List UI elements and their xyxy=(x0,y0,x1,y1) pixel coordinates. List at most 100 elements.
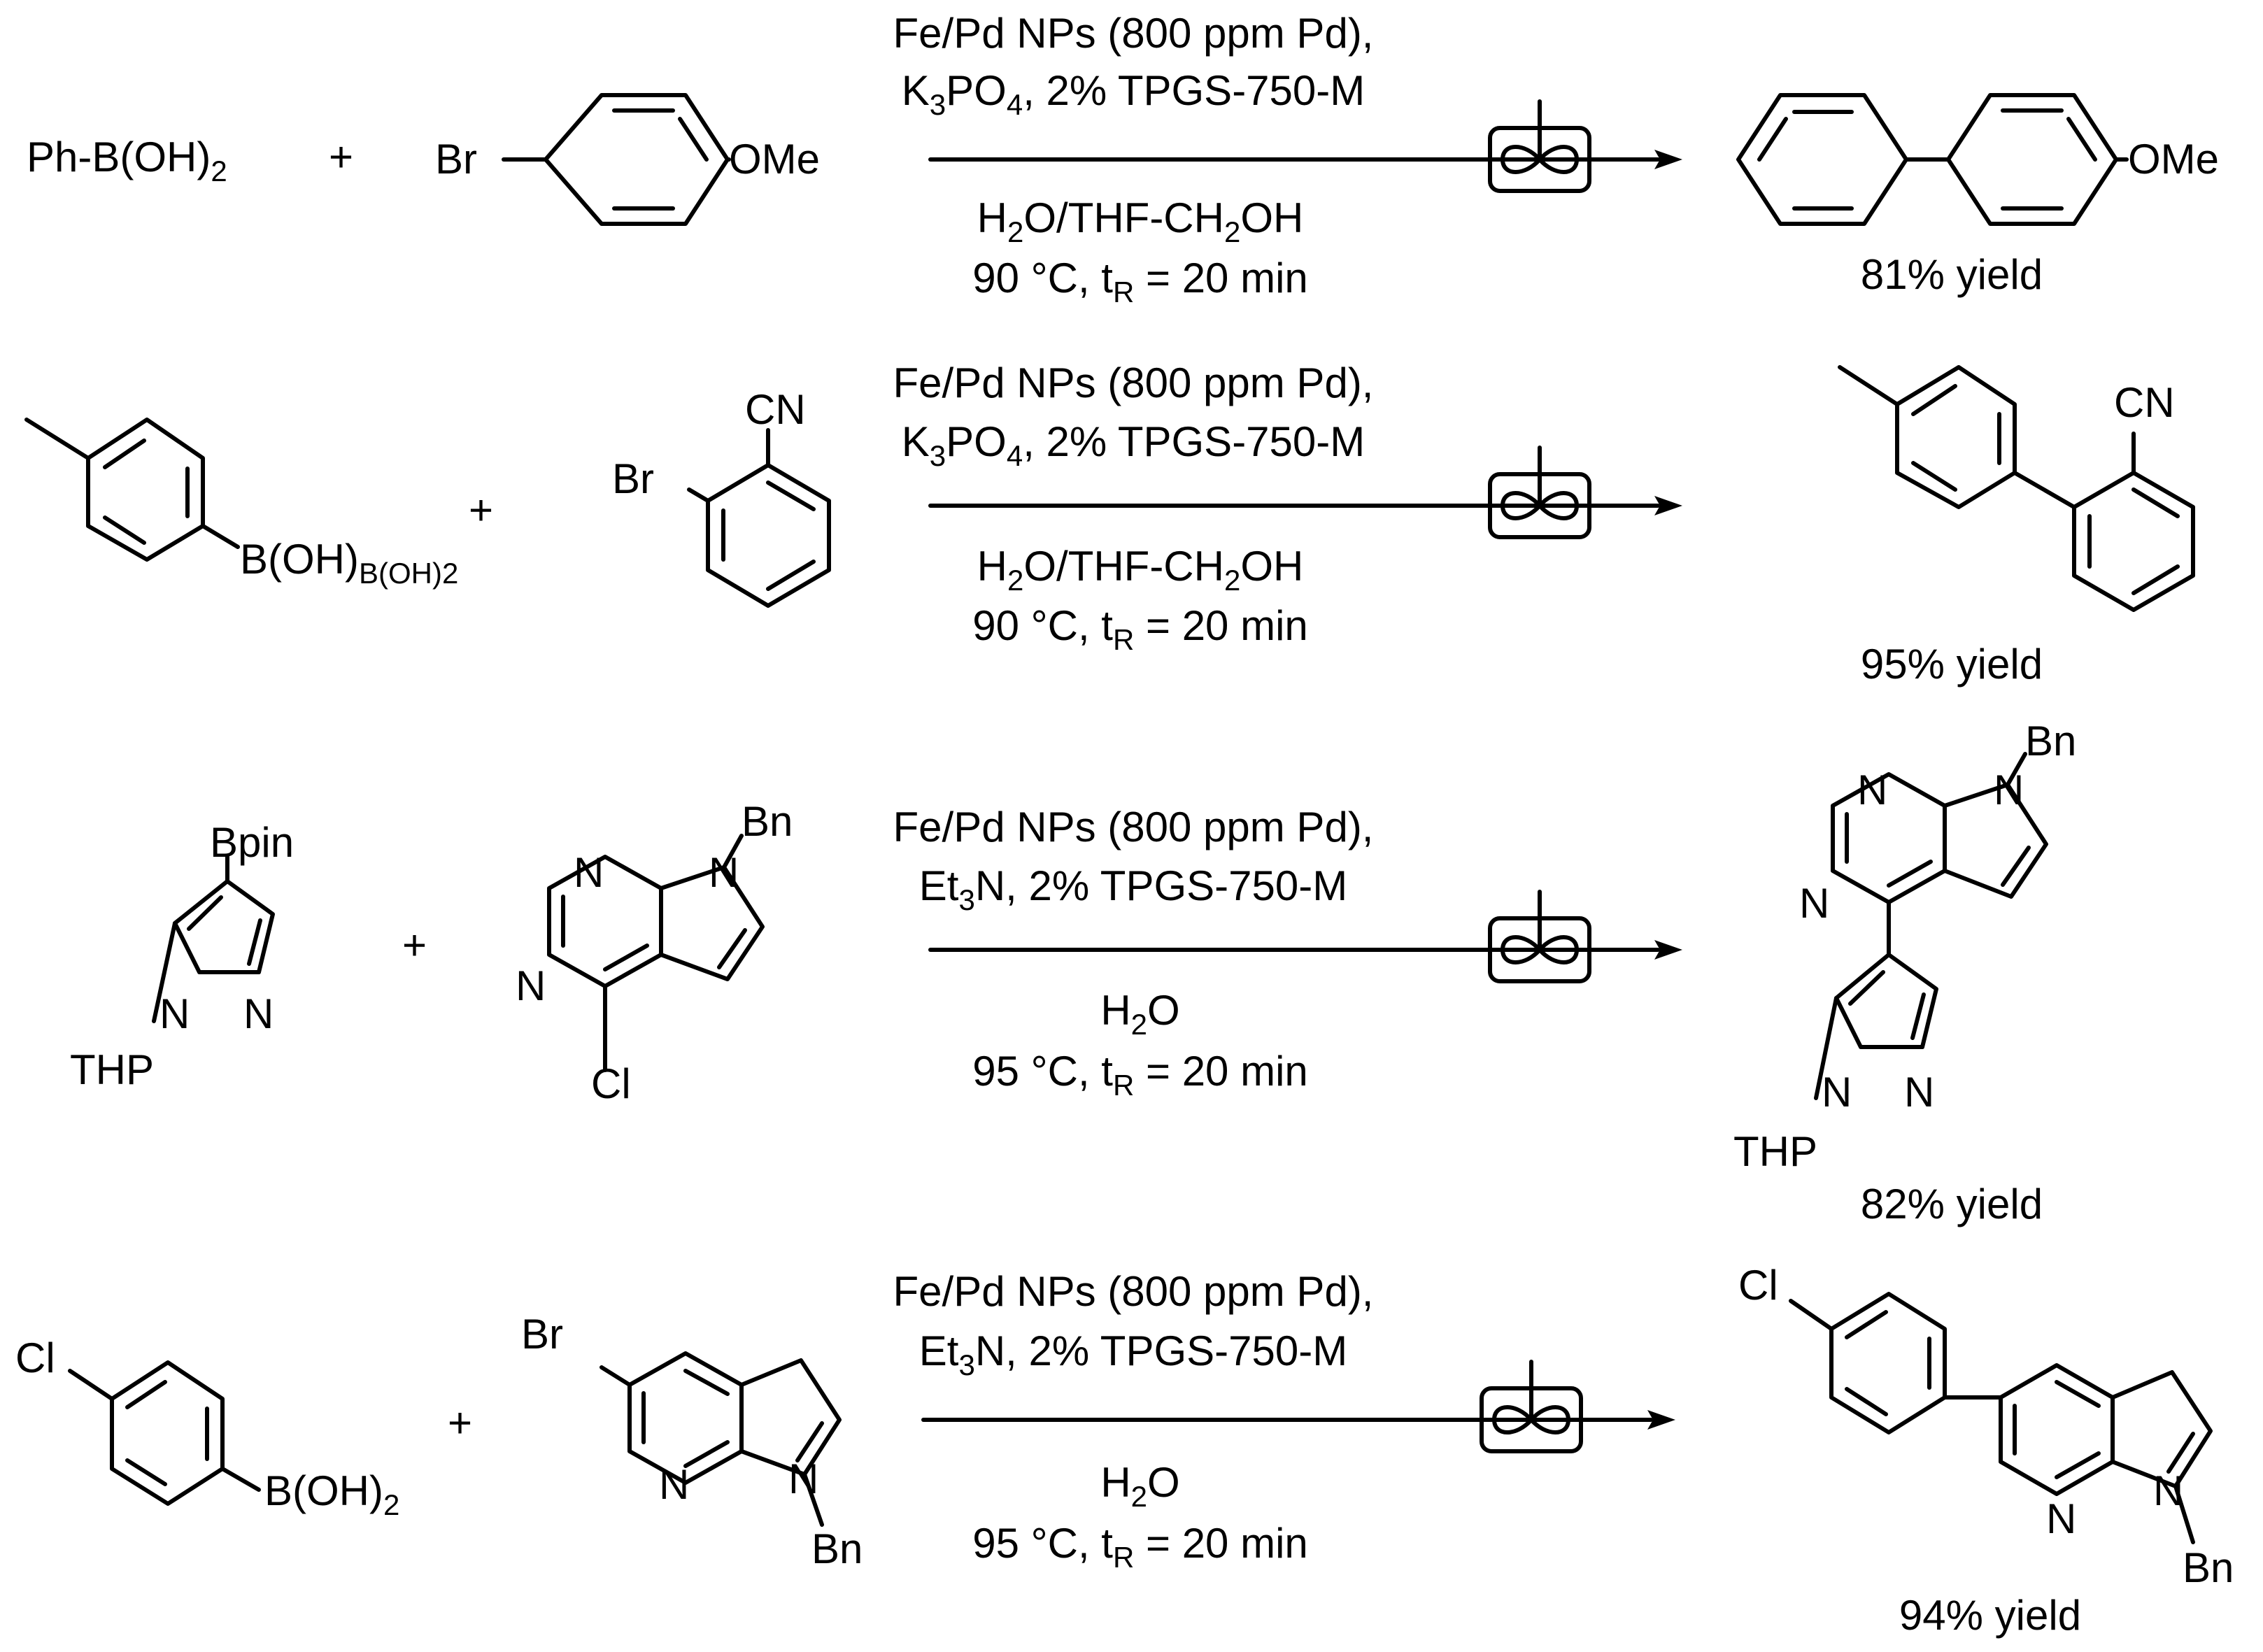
pyridine-ring xyxy=(1999,1363,2115,1496)
plus-sign: + xyxy=(469,487,493,534)
reaction-arrow xyxy=(928,496,1682,515)
reagent-4-chlorophenylboronic-acid: Cl B(OH)2 xyxy=(15,1334,399,1521)
reaction-3: Bpin N N THP + Bn N N N Cl Fe xyxy=(70,718,2076,1227)
yield-label: 82% yield xyxy=(1861,1181,2043,1227)
flow-reactor-icon xyxy=(1480,1360,1583,1453)
reaction-2: B(OH)B(OH)2 + Br CN Fe/Pd NPs (800 ppm P… xyxy=(24,359,2195,688)
chloro-label: Cl xyxy=(591,1060,631,1107)
reaction-arrow xyxy=(928,150,1682,169)
nitrogen-label: N xyxy=(1799,880,1829,927)
chlorophenyl-ring xyxy=(1789,1292,2003,1434)
nitrogen-label: N xyxy=(659,1461,689,1508)
nitrile-label: CN xyxy=(2114,379,2175,426)
nitrogen-label: N xyxy=(574,849,604,896)
anisole-ring xyxy=(1946,93,2129,226)
temperature-time-line: 90 °C, tR = 20 min xyxy=(972,602,1308,656)
phenyl-ring xyxy=(1736,93,1950,226)
plus-sign: + xyxy=(448,1400,472,1446)
catalyst-line: Fe/Pd NPs (800 ppm Pd), xyxy=(893,804,1374,850)
nitrogen-label: N xyxy=(1994,767,2024,813)
reagent-pyrazole-bpin: Bpin N N THP xyxy=(70,819,294,1093)
nitrile-label: CN xyxy=(745,386,806,433)
reagent-4-bromoanisole: Br OMe xyxy=(435,93,820,226)
yield-label: 81% yield xyxy=(1861,251,2043,298)
pyrazole-ring xyxy=(1814,953,1938,1100)
nitrogen-label: N xyxy=(2153,1467,2183,1514)
pyrimidine-ring xyxy=(1831,772,1947,957)
base-surfactant-line: Et3N, 2% TPGS-750-M xyxy=(919,862,1347,916)
conditions-2: Fe/Pd NPs (800 ppm Pd), K3PO4, 2% TPGS-7… xyxy=(893,359,1374,656)
product-4-methoxybiphenyl: OMe xyxy=(1736,93,2219,226)
flow-reactor-icon xyxy=(1488,890,1591,983)
nitrogen-label: N xyxy=(1904,1069,1934,1116)
methoxy-label: OMe xyxy=(729,136,820,183)
reagent-2-bromobenzonitrile: Br CN xyxy=(612,386,831,608)
nitrogen-label: N xyxy=(159,990,190,1037)
reagent-5-bromo-azaindole: Br N N Bn xyxy=(521,1311,863,1572)
benzyl-label: Bn xyxy=(811,1525,863,1572)
bpin-label: Bpin xyxy=(210,819,294,866)
conditions-1: Fe/Pd NPs (800 ppm Pd), K3PO4, 2% TPGS-7… xyxy=(893,10,1374,308)
solvent-line: H2O xyxy=(1100,987,1179,1041)
reagent-phenylboronic-acid: Ph-B(OH)2 xyxy=(27,134,227,187)
yield-label: 95% yield xyxy=(1861,641,2043,688)
base-surfactant-line: K3PO4, 2% TPGS-750-M xyxy=(902,418,1365,472)
temperature-time-line: 90 °C, tR = 20 min xyxy=(972,255,1308,308)
benzonitrile-ring xyxy=(2072,432,2195,612)
boronic-acid-label: B(OH)2 xyxy=(264,1467,399,1521)
plus-sign: + xyxy=(329,134,353,180)
product-biaryl-nitrile: CN xyxy=(1838,365,2195,612)
catalyst-line: Fe/Pd NPs (800 ppm Pd), xyxy=(893,1268,1374,1315)
product-pyrazolyl-pyrrolopyrimidine: Bn N N N N N THP xyxy=(1733,718,2076,1175)
reaction-arrow xyxy=(921,1410,1675,1430)
pyrrole-ring xyxy=(2111,1370,2213,1544)
methoxy-label: OMe xyxy=(2128,136,2219,183)
product-aryl-azaindole: Cl N N Bn xyxy=(1738,1262,2234,1591)
benzonitrile-ring xyxy=(687,428,831,608)
reaction-arrow xyxy=(928,940,1682,960)
nitrogen-label: N xyxy=(516,962,546,1009)
plus-sign: + xyxy=(402,922,427,969)
pyrrole-ring xyxy=(739,1358,842,1527)
benzene-ring xyxy=(502,93,731,226)
bromo-label: Br xyxy=(612,455,654,502)
chloro-label: Cl xyxy=(15,1334,55,1381)
nitrogen-label: N xyxy=(709,849,739,896)
solvent-line: H2O/THF-CH2OH xyxy=(977,194,1304,248)
reagent-chloro-pyrrolopyrimidine: Bn N N N Cl xyxy=(516,798,793,1107)
flow-reactor-icon xyxy=(1488,99,1591,193)
bromo-label: Br xyxy=(521,1311,563,1358)
bromo-label: Br xyxy=(435,136,477,183)
pyrimidine-ring xyxy=(547,855,663,1072)
nitrogen-label: N xyxy=(243,990,274,1037)
conditions-3: Fe/Pd NPs (800 ppm Pd), Et3N, 2% TPGS-75… xyxy=(893,804,1374,1102)
base-surfactant-line: K3PO4, 2% TPGS-750-M xyxy=(902,67,1365,121)
chloro-label: Cl xyxy=(1738,1262,1778,1309)
benzyl-label: Bn xyxy=(742,798,793,845)
chlorophenyl-ring xyxy=(68,1360,261,1506)
thp-label: THP xyxy=(70,1046,154,1093)
catalyst-line: Fe/Pd NPs (800 ppm Pd), xyxy=(893,10,1374,57)
benzyl-label: Bn xyxy=(2025,718,2076,764)
flow-reactor-icon xyxy=(1488,446,1591,539)
reagent-p-tolylboronic-acid: B(OH)B(OH)2 xyxy=(24,418,458,590)
toluene-ring xyxy=(24,418,240,562)
temperature-time-line: 95 °C, tR = 20 min xyxy=(972,1048,1308,1102)
nitrogen-label: N xyxy=(1857,767,1887,813)
yield-label: 94% yield xyxy=(1899,1592,2081,1639)
base-surfactant-line: Et3N, 2% TPGS-750-M xyxy=(919,1327,1347,1381)
nitrogen-label: N xyxy=(788,1455,818,1502)
thp-label: THP xyxy=(1733,1128,1817,1175)
tolyl-ring xyxy=(1838,365,2076,509)
temperature-time-line: 95 °C, tR = 20 min xyxy=(972,1520,1308,1574)
reaction-1: Ph-B(OH)2 + Br OMe Fe/Pd NPs (800 ppm Pd… xyxy=(27,10,2219,308)
pyrrole-ring xyxy=(659,834,765,981)
conditions-4: Fe/Pd NPs (800 ppm Pd), Et3N, 2% TPGS-75… xyxy=(893,1268,1374,1574)
solvent-line: H2O xyxy=(1100,1459,1179,1513)
pyrrole-ring xyxy=(1943,752,2048,899)
nitrogen-label: N xyxy=(1822,1069,1852,1116)
benzyl-label: Bn xyxy=(2183,1544,2234,1591)
solvent-line: H2O/THF-CH2OH xyxy=(977,543,1304,597)
pyrazole-ring xyxy=(152,855,275,1023)
boronic-acid-label: B(OH)B(OH)2 xyxy=(240,536,458,590)
